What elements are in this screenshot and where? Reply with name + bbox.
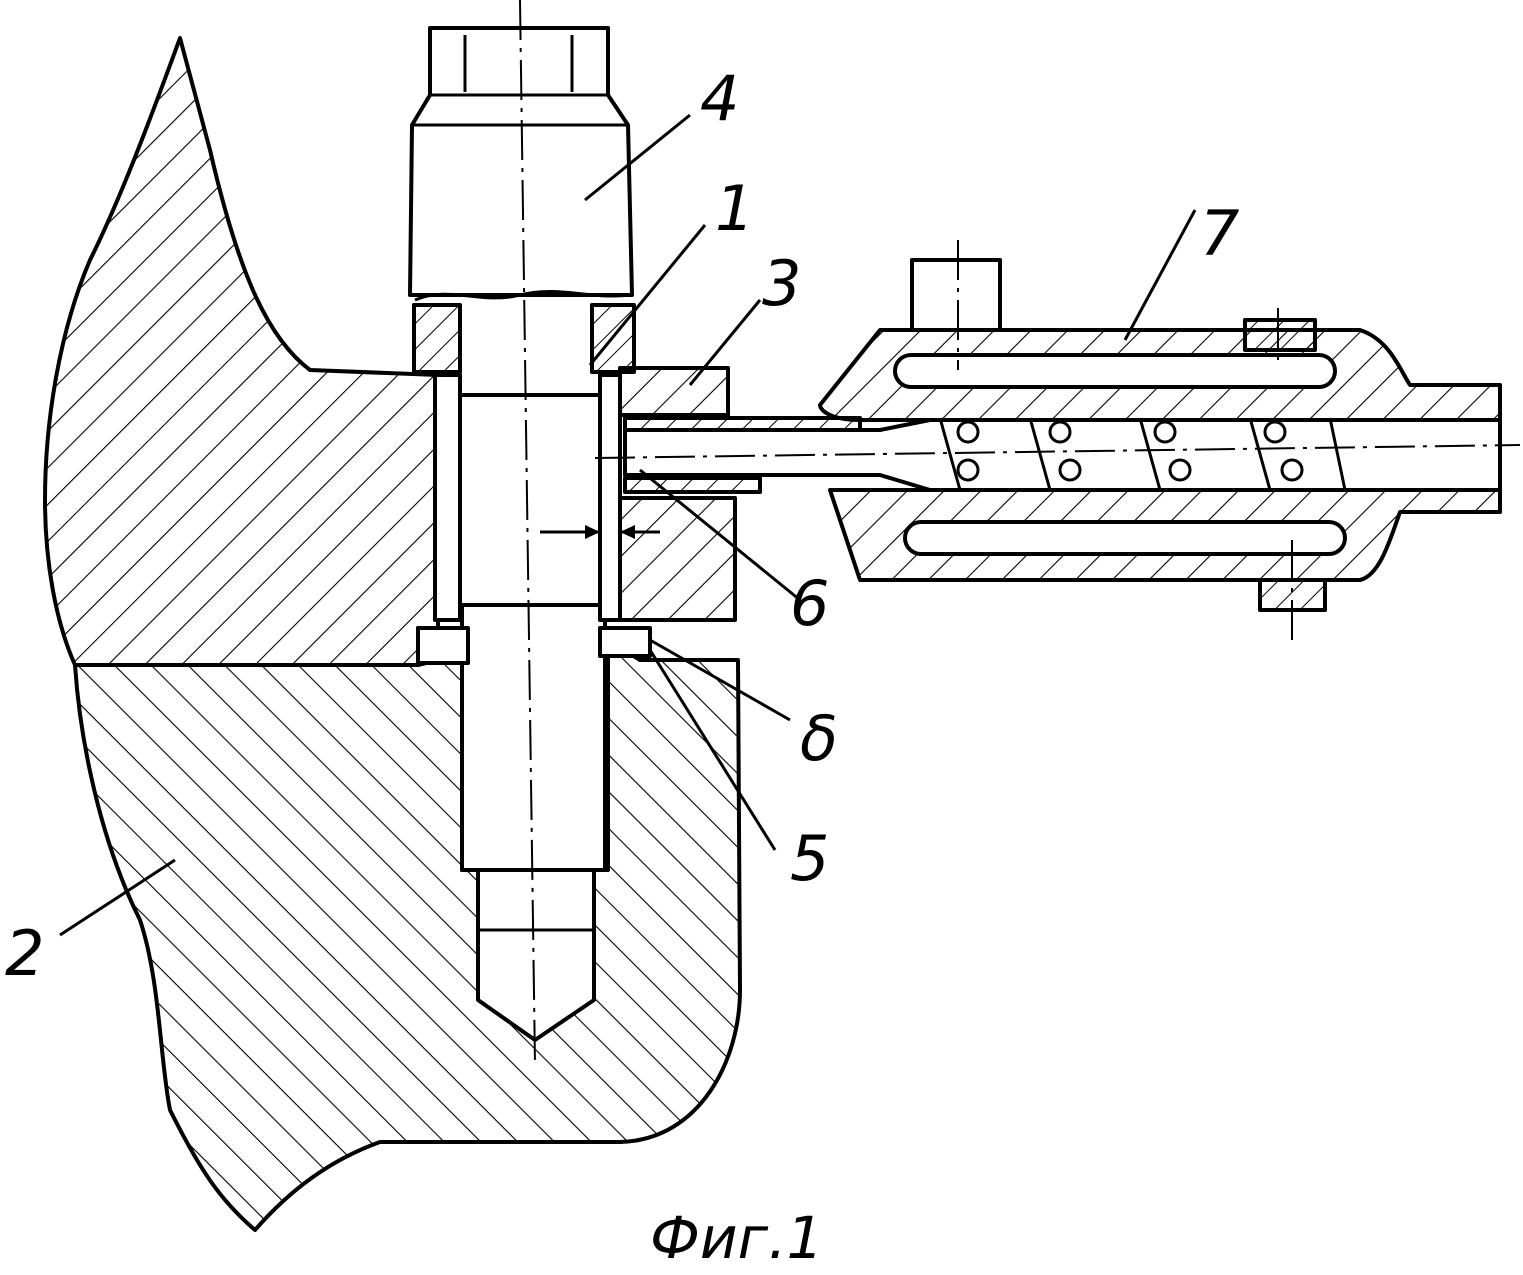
label-6: 6 [790,567,829,640]
seal-5-right [600,628,650,656]
bolt-shank-1 [460,395,600,605]
probe-sleeve-lower [625,478,760,492]
figure-caption: Фиг.1 [650,1204,823,1272]
housing-slot-upper [895,355,1335,387]
label-4: 4 [700,62,739,135]
top-stub [912,260,1000,330]
bolt-thread [462,605,605,870]
label-7: 7 [1200,197,1239,270]
lower-body-2 [75,640,740,1230]
label-gap: δ [800,702,838,775]
label-3: 3 [762,247,801,320]
housing-slot-lower [905,522,1345,554]
seal-5 [418,628,468,663]
probe-sleeve [625,418,860,430]
label-1: 1 [715,172,754,245]
top-screw [1245,320,1315,350]
sleeve-top [414,305,460,372]
clamp-block-3-lower [620,498,735,620]
leader-7 [1125,210,1195,340]
upper-housing [45,38,438,665]
washer-right [600,375,620,620]
label-2: 2 [5,917,44,990]
washer-left [435,375,460,620]
label-5: 5 [790,822,829,895]
clamp-block-3 [620,368,728,415]
